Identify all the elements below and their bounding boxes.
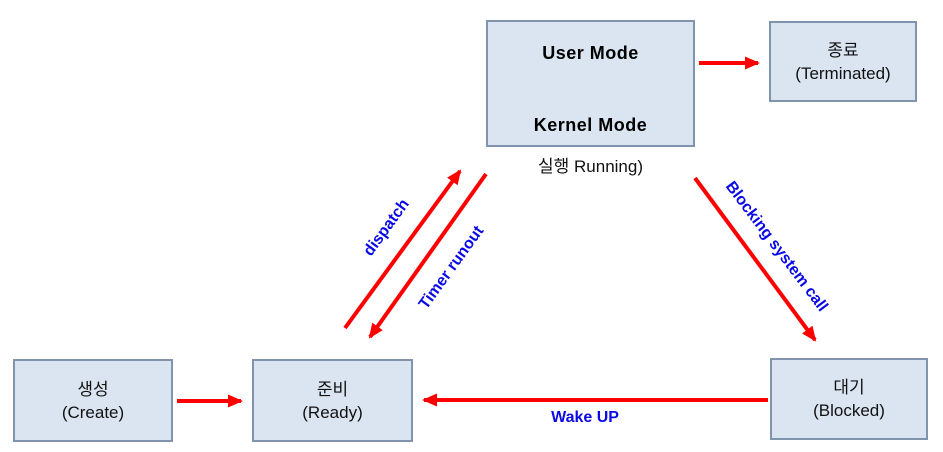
kernel-mode-label: Kernel Mode [533, 115, 648, 135]
wake-up-transition-label: Wake UP [551, 409, 619, 426]
state-box-terminated: 종료 (Terminated) [769, 21, 917, 102]
ready-label: (Ready) [302, 402, 363, 422]
create-label: (Create) [61, 402, 125, 422]
terminated-label: (Terminated) [795, 63, 891, 83]
timer-runout-transition-label: Timer runout [415, 222, 488, 313]
blocking-system-call-transition-label: Blocking system call [721, 178, 831, 316]
dispatch-transition-label: dispatch [360, 196, 413, 260]
terminated-name: 종료 [827, 40, 859, 60]
state-box-create: 생성 (Create) [13, 359, 173, 442]
blocked-label: (Blocked) [813, 401, 885, 420]
state-box-running: User Mode Kernel Mode [486, 20, 695, 147]
ready-name: 준비 [316, 379, 349, 399]
state-box-ready: 준비 (Ready) [252, 359, 413, 442]
blocked-name: 대기 [833, 378, 865, 397]
create-name: 생성 [77, 379, 109, 399]
user-mode-label: User Mode [542, 43, 639, 63]
running-state-caption: 실행 Running) [538, 157, 643, 176]
state-box-blocked: 대기 (Blocked) [770, 358, 928, 440]
